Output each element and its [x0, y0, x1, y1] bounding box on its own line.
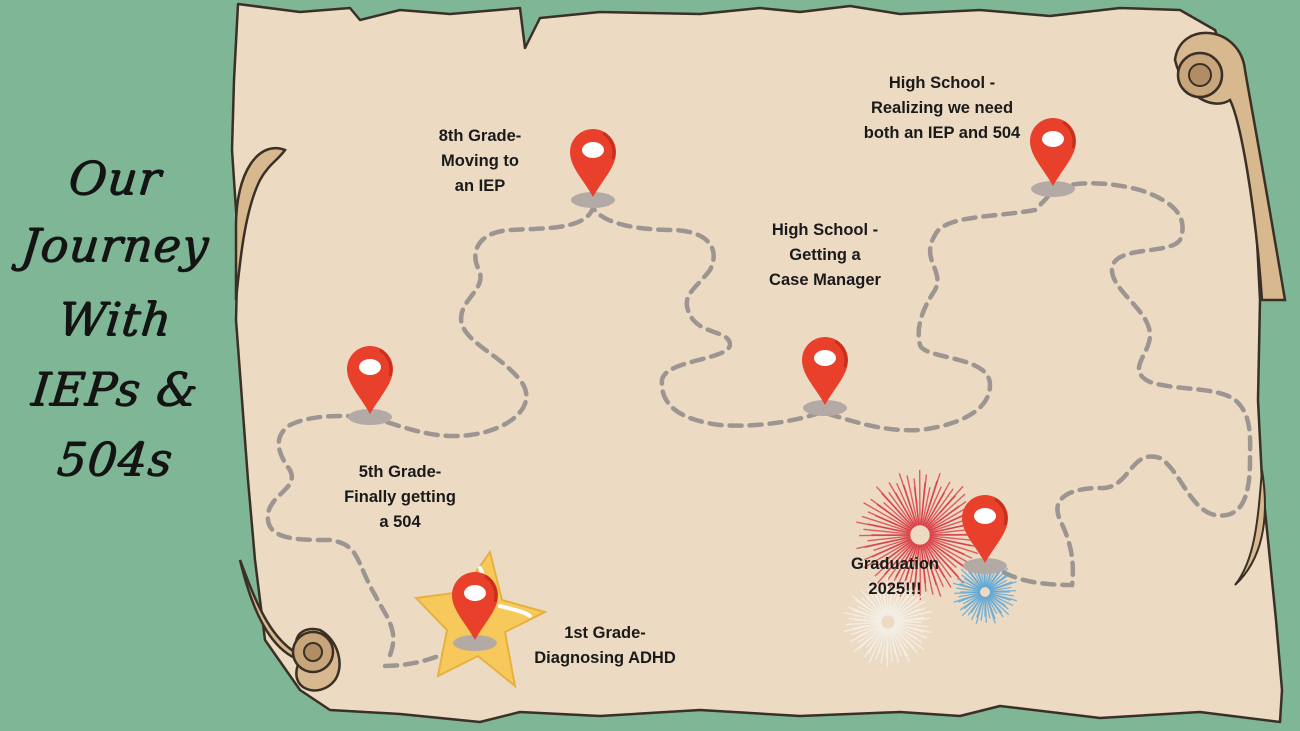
scroll-curl-right: [1234, 469, 1266, 586]
milestone-label: Graduation 2025!!!: [850, 555, 939, 598]
title-line: IEPs &: [28, 362, 202, 416]
milestone-label: 1st Grade- Diagnosing ADHD: [534, 624, 676, 667]
location-pin-icon: [570, 129, 616, 208]
location-pin-icon: [347, 345, 393, 425]
scroll-curl-top: [1173, 31, 1287, 302]
milestone-label: 8th Grade- Moving to an IEP: [438, 127, 522, 195]
fireworks-icon: [843, 469, 1017, 668]
milestone-label: High School - Realizing we need both an …: [863, 74, 1021, 142]
title-line: Journey: [18, 218, 212, 272]
location-pin-icon: [962, 495, 1008, 574]
title-line: Our: [65, 151, 164, 205]
milestone-label: 5th Grade- Finally getting a 504: [344, 463, 456, 531]
location-pin-icon: [802, 337, 848, 416]
location-pin-icon: [452, 572, 498, 651]
title-line: 504s: [54, 432, 176, 486]
scroll-curl-left: [234, 147, 287, 301]
parchment-sheet: [230, 2, 1284, 724]
milestone-label: High School - Getting a Case Manager: [769, 221, 881, 289]
title-line: With: [55, 292, 175, 346]
location-pin-icon: [1030, 118, 1076, 197]
